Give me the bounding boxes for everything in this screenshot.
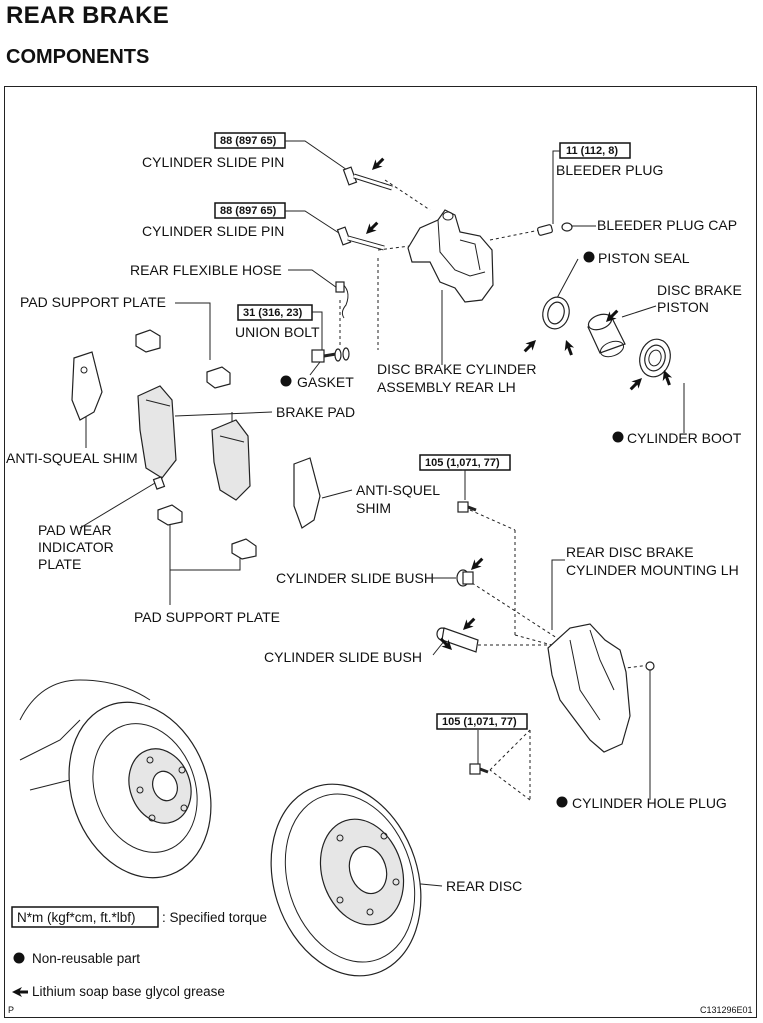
diagram-frame [4, 86, 757, 1018]
torque-box-union-bolt: 31 (316, 23) [237, 304, 313, 321]
cylinder-slide-pin-2-part [336, 226, 385, 251]
grease-arrow-icon [360, 217, 383, 240]
anti-squeal-shim-part [71, 351, 103, 421]
mounting-bolt-1-part [457, 501, 477, 513]
bleeder-plug-part [537, 222, 573, 236]
hub-assembly-part [19, 679, 212, 879]
disc-brake-piston-part [587, 313, 626, 358]
label-cylinder-slide-pin-1: CYLINDER SLIDE PIN [142, 154, 284, 170]
pad-support-plate-top-part [135, 329, 231, 389]
label-anti-squel-shim-1: ANTI-SQUEL [356, 482, 440, 498]
grease-arrow-icon [559, 336, 578, 359]
page-mark: P [8, 1005, 14, 1015]
non-reusable-dot [556, 796, 568, 808]
grease-arrow-icon [457, 613, 480, 636]
non-reusable-dot [13, 952, 25, 964]
label-pad-wear-1: PAD WEAR [38, 522, 112, 538]
rear-disc-part [270, 783, 422, 977]
torque-value: 105 (1,071, 77) [442, 716, 517, 728]
brake-pad-part [137, 385, 251, 501]
non-reusable-dot [280, 375, 292, 387]
label-cylinder-slide-pin-2: CYLINDER SLIDE PIN [142, 223, 284, 239]
piston-seal-part [542, 296, 570, 330]
torque-value: 105 (1,071, 77) [425, 457, 500, 469]
label-anti-squel-shim-2: SHIM [356, 500, 391, 516]
label-cylinder-boot: CYLINDER BOOT [627, 430, 742, 446]
torque-box-slide-pin-2: 88 (897 65) [214, 202, 286, 219]
union-bolt-part [311, 347, 350, 363]
mounting-bolt-2-part [469, 763, 489, 775]
page-title: REAR BRAKE [6, 2, 170, 29]
legend-grease: Lithium soap base glycol grease [32, 984, 225, 999]
anti-squel-shim-right-part [293, 457, 321, 529]
label-rear-mounting-1: REAR DISC BRAKE [566, 544, 694, 560]
torque-box-mount-bolt-2: 105 (1,071, 77) [436, 713, 528, 730]
cylinder-slide-bush-1-part [456, 569, 474, 587]
label-cylinder-slide-bush-2: CYLINDER SLIDE BUSH [264, 649, 422, 665]
page-subtitle: COMPONENTS [6, 46, 150, 68]
torque-value: 88 (897 65) [220, 135, 277, 147]
disc-brake-cylinder-assembly-part [407, 209, 494, 303]
label-bleeder-plug: BLEEDER PLUG [556, 162, 663, 178]
label-disc-brake-cylinder-2: ASSEMBLY REAR LH [377, 379, 516, 395]
cylinder-hole-plug-part [645, 661, 655, 671]
label-gasket: GASKET [297, 374, 354, 390]
torque-value: 88 (897 65) [220, 205, 277, 217]
label-disc-brake-piston-1: DISC BRAKE [657, 282, 742, 298]
label-pad-wear-3: PLATE [38, 556, 81, 572]
figure-code: C131296E01 [700, 1005, 753, 1015]
leader-lines [79, 140, 685, 887]
label-rear-flexible-hose: REAR FLEXIBLE HOSE [130, 262, 282, 278]
label-pad-support-plate-bottom: PAD SUPPORT PLATE [134, 609, 280, 625]
label-piston-seal: PISTON SEAL [598, 250, 690, 266]
label-cylinder-slide-bush-1: CYLINDER SLIDE BUSH [276, 570, 434, 586]
pad-support-plate-bottom-part [157, 504, 257, 560]
legend-torque-unit: N*m (kgf*cm, ft.*lbf) [17, 910, 136, 925]
cylinder-slide-pin-1-part [342, 166, 393, 191]
torque-value: 31 (316, 23) [243, 307, 303, 319]
torque-box-slide-pin-1: 88 (897 65) [214, 132, 286, 149]
grease-arrow-icon [366, 153, 389, 176]
grease-arrow-icon [10, 985, 30, 999]
cylinder-boot-part [639, 338, 671, 378]
label-pad-support-plate-top: PAD SUPPORT PLATE [20, 294, 166, 310]
label-anti-squeal-shim: ANTI-SQUEAL SHIM [6, 450, 138, 466]
label-bleeder-plug-cap: BLEEDER PLUG CAP [597, 217, 737, 233]
label-disc-brake-piston-2: PISTON [657, 299, 709, 315]
non-reusable-dot [612, 431, 624, 443]
rear-disc-brake-cylinder-mounting-part [547, 623, 631, 753]
grease-arrow-icon [519, 334, 542, 357]
torque-box-bleeder: 11 (112, 8) [559, 142, 631, 159]
label-pad-wear-2: INDICATOR [38, 539, 114, 555]
torque-value: 11 (112, 8) [566, 145, 618, 157]
label-brake-pad: BRAKE PAD [276, 404, 355, 420]
legend-torque-text: : Specified torque [162, 910, 267, 925]
non-reusable-dot [583, 251, 595, 263]
label-union-bolt: UNION BOLT [235, 324, 320, 340]
legend: N*m (kgf*cm, ft.*lbf) : Specified torque… [10, 906, 267, 999]
grease-arrow-icon [465, 553, 488, 576]
legend-non-reusable: Non-reusable part [32, 951, 140, 966]
label-disc-brake-cylinder-1: DISC BRAKE CYLINDER [377, 361, 536, 377]
label-cylinder-hole-plug: CYLINDER HOLE PLUG [572, 795, 727, 811]
legend-torque-box [11, 906, 159, 928]
rear-flexible-hose-part [335, 281, 349, 319]
label-rear-disc: REAR DISC [446, 878, 522, 894]
pad-wear-indicator-part [152, 476, 166, 490]
cylinder-slide-bush-2-part [436, 627, 479, 653]
grease-arrow-icon [625, 372, 648, 395]
torque-box-mount-bolt-1: 105 (1,071, 77) [419, 454, 511, 471]
label-rear-mounting-2: CYLINDER MOUNTING LH [566, 562, 739, 578]
